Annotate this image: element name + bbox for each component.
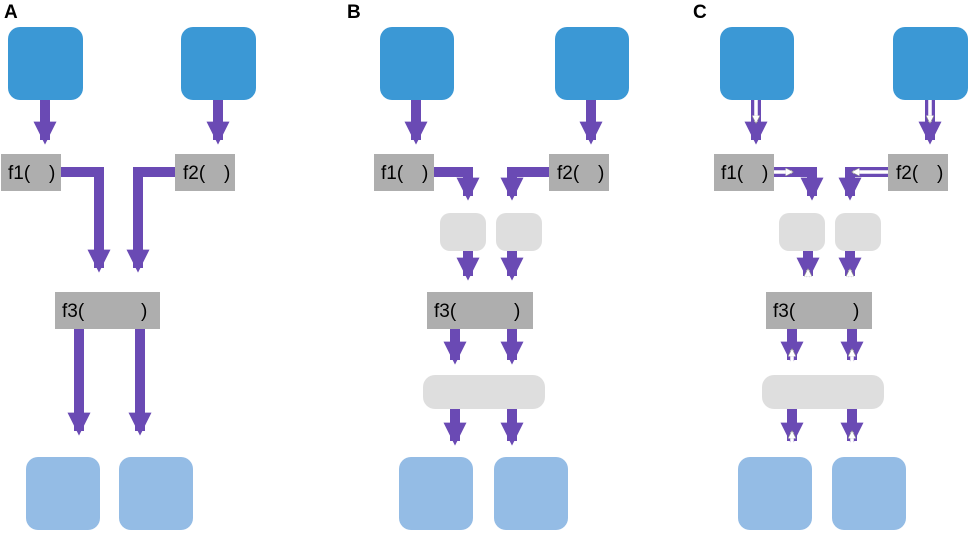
function-f3-label: f3( [62, 301, 85, 322]
function-f2-close: ) [224, 163, 230, 184]
arrow-f2-to-f3 [126, 167, 175, 273]
function-f3-label: f3( [434, 301, 457, 322]
function-f2-close: ) [598, 163, 604, 184]
input-node-2 [893, 27, 968, 100]
output-node-1 [26, 457, 100, 530]
function-f2-label: f2( [896, 163, 919, 184]
output-node-1 [738, 457, 812, 530]
function-f1-close: ) [49, 163, 55, 184]
function-f1-label: f1( [721, 163, 744, 184]
arrow-f1-to-f3 [61, 167, 111, 273]
panel-label-c: C [693, 2, 707, 23]
function-f2-close: ) [937, 163, 943, 184]
input-node-2 [555, 27, 629, 100]
output-node-1 [399, 457, 473, 530]
function-f1-close: ) [422, 163, 428, 184]
function-f3-close: ) [141, 301, 147, 322]
panel-label-a: A [4, 2, 18, 23]
intermediate-node-2 [835, 213, 881, 251]
panel-a: A f1( ) f2( ) f3( ) [1, 2, 256, 530]
output-node-2 [494, 457, 568, 530]
function-f3 [427, 292, 533, 329]
panel-c: C f1( ) f2( ) f3( ) [693, 2, 968, 530]
function-f1-label: f1( [381, 163, 404, 184]
function-f3-close: ) [514, 301, 520, 322]
intermediate-node-1 [779, 213, 825, 251]
arrow-f1-to-intermediate1 [434, 167, 480, 201]
function-f2 [888, 154, 948, 191]
intermediate-node-1 [440, 213, 486, 251]
input-node-2 [181, 27, 256, 100]
arrow-f2-to-intermediate2 [838, 167, 888, 201]
function-f2 [175, 154, 235, 191]
function-f3 [55, 292, 160, 329]
intermediate-node-2 [496, 213, 542, 251]
arrow-f1-to-intermediate1 [774, 167, 824, 201]
function-f1 [714, 154, 774, 191]
input-node-1 [380, 27, 454, 100]
input-node-1 [8, 27, 83, 100]
function-f1-close: ) [762, 163, 768, 184]
function-f3-close: ) [853, 301, 859, 322]
function-f2-label: f2( [557, 163, 580, 184]
panel-b: B f1( ) f2( ) f3( ) [347, 2, 629, 530]
intermediate-node-3 [762, 375, 884, 409]
function-f3 [766, 292, 872, 329]
arrow-f2-to-intermediate2 [500, 167, 549, 201]
intermediate-node-3 [423, 375, 545, 409]
output-node-2 [832, 457, 906, 530]
panel-label-b: B [347, 2, 361, 23]
output-node-2 [119, 457, 193, 530]
function-f2 [549, 154, 609, 191]
function-f1 [374, 154, 434, 191]
input-node-1 [720, 27, 794, 100]
function-f1 [1, 154, 61, 191]
function-f3-label: f3( [773, 301, 796, 322]
function-f1-label: f1( [8, 163, 31, 184]
function-f2-label: f2( [183, 163, 206, 184]
